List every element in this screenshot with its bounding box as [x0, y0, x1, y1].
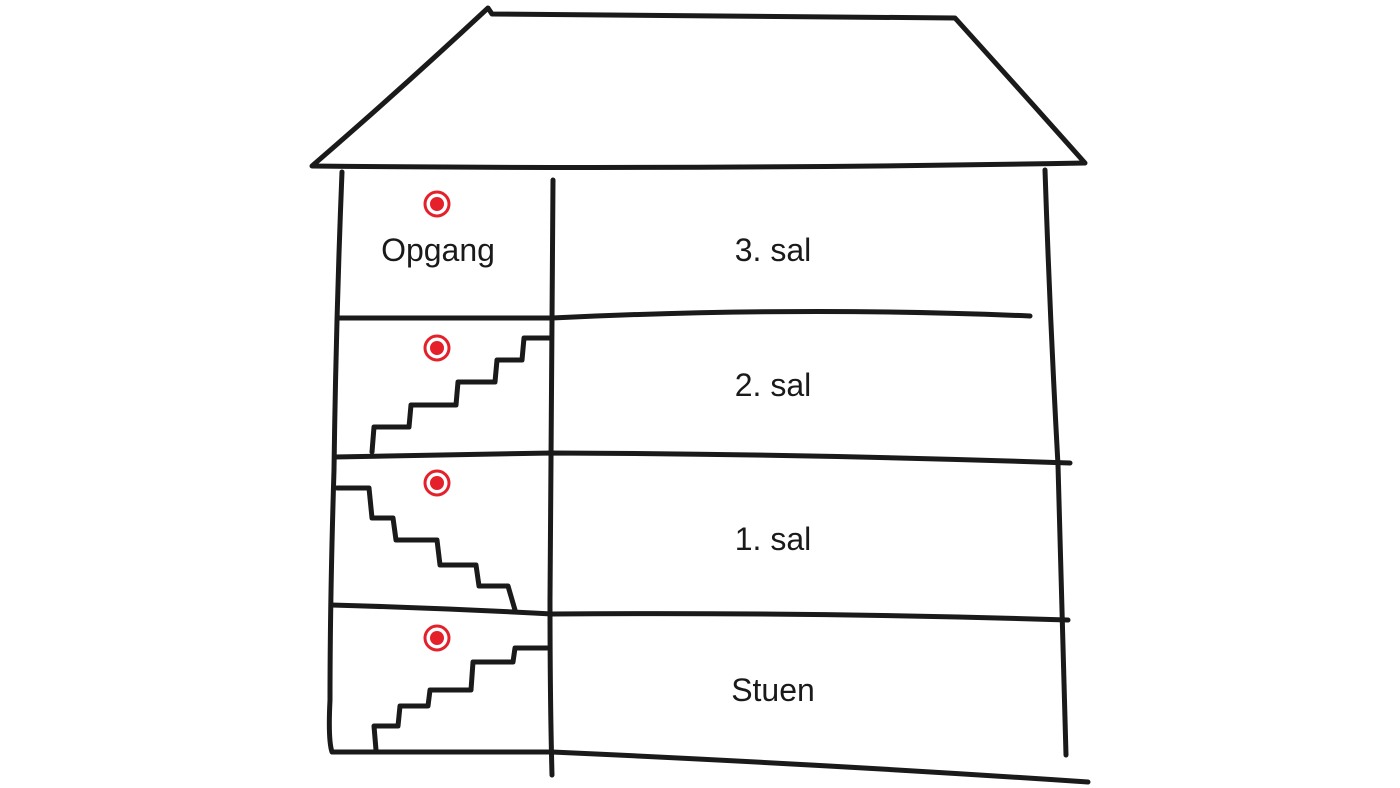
floor-label-2-sal: 2. sal [734, 367, 812, 403]
staircase-2 [369, 335, 554, 455]
stairwell-label: Opgang [381, 232, 495, 268]
roof [309, 5, 1088, 170]
location-target-icon [423, 624, 451, 652]
floor-label-3-sal: 3. sal [734, 232, 812, 268]
location-target-icon [423, 190, 451, 218]
ground-line [330, 749, 1091, 785]
location-target-icon [423, 469, 451, 497]
left-wall [326, 169, 345, 755]
floor-line-2 [332, 450, 1073, 466]
location-target-icon [423, 334, 451, 362]
stairwell-divider [547, 177, 556, 778]
floor-line-3 [335, 308, 1033, 321]
floor-line-1 [328, 602, 1071, 623]
floor-label-1-sal: 1. sal [734, 521, 812, 557]
staircase-1 [334, 485, 518, 613]
floor-label-stuen: Stuen [731, 672, 815, 708]
staircase-stuen [371, 645, 550, 753]
